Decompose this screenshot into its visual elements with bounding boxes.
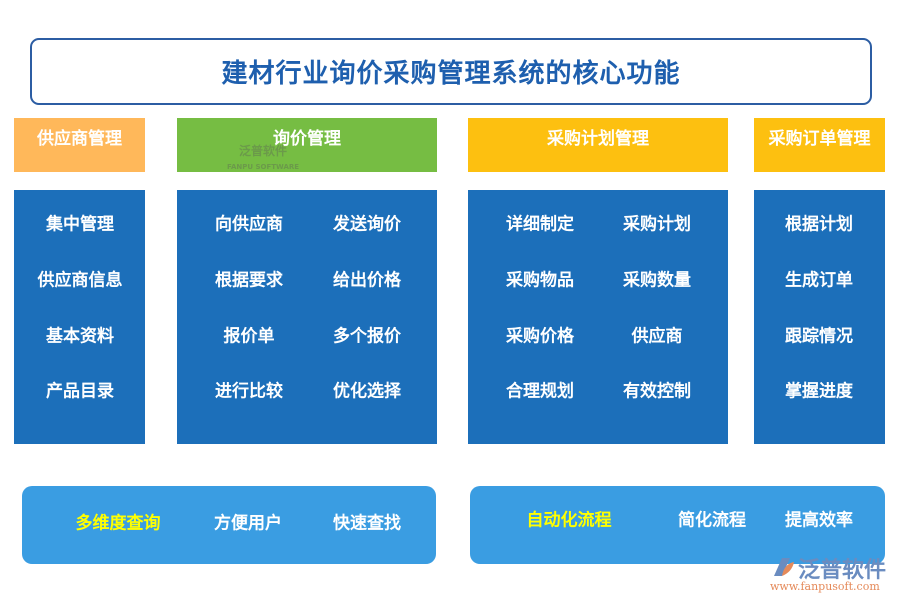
watermark-sub: FANPU SOFTWARE	[227, 163, 300, 171]
inquiry-item: 向供应商	[215, 214, 283, 235]
box-supplier	[14, 190, 145, 444]
watermark-name: 泛普软件	[239, 144, 288, 158]
box-order	[754, 190, 885, 444]
inquiry-item: 报价单	[223, 326, 275, 347]
header-supplier: 供应商管理	[14, 118, 145, 172]
order-item: 跟踪情况	[785, 326, 853, 347]
plan-item: 详细制定	[506, 214, 574, 235]
bottom-highlight: 多维度查询	[75, 513, 161, 534]
supplier-item: 基本资料	[46, 326, 114, 347]
bottom-item: 提高效率	[785, 510, 853, 531]
inquiry-item: 给出价格	[333, 270, 401, 291]
header-inquiry-label: 询价管理	[273, 129, 341, 149]
plan-item: 供应商	[631, 326, 683, 347]
bottom-item: 快速查找	[333, 513, 401, 534]
plan-item: 有效控制	[623, 381, 691, 402]
logo-name: 泛普软件	[798, 558, 887, 583]
inquiry-item: 多个报价	[333, 326, 401, 347]
header-plan: 采购计划管理	[468, 118, 728, 172]
plan-item: 采购物品	[506, 270, 574, 291]
page-title: 建材行业询价采购管理系统的核心功能	[221, 59, 681, 89]
plan-item: 采购计划	[623, 214, 691, 235]
plan-item: 采购价格	[506, 326, 574, 347]
watermark: 泛普软件 FANPU SOFTWARE	[227, 144, 299, 174]
header-inquiry: 询价管理 泛普软件 FANPU SOFTWARE	[177, 118, 437, 172]
header-order: 采购订单管理	[754, 118, 885, 172]
inquiry-item: 根据要求	[215, 270, 283, 291]
order-item: 生成订单	[785, 270, 853, 291]
title-box: 建材行业询价采购管理系统的核心功能	[30, 38, 872, 105]
logo-leaf-icon	[774, 558, 794, 576]
plan-item: 合理规划	[506, 381, 574, 402]
order-item: 掌握进度	[785, 381, 853, 402]
bottom-highlight: 自动化流程	[526, 510, 612, 531]
inquiry-item: 优化选择	[333, 381, 401, 402]
bottom-box-automation	[470, 486, 885, 564]
supplier-item: 产品目录	[46, 381, 114, 402]
bottom-item: 方便用户	[214, 513, 282, 534]
inquiry-item: 进行比较	[215, 381, 283, 402]
logo-url: www.fanpusoft.com	[770, 580, 880, 593]
order-item: 根据计划	[785, 214, 853, 235]
supplier-item: 集中管理	[46, 214, 114, 235]
supplier-item: 供应商信息	[37, 270, 123, 291]
bottom-item: 简化流程	[678, 510, 746, 531]
box-inquiry	[177, 190, 437, 444]
plan-item: 采购数量	[623, 270, 691, 291]
inquiry-item: 发送询价	[333, 214, 401, 235]
bottom-box-query	[22, 486, 436, 564]
box-plan	[468, 190, 728, 444]
